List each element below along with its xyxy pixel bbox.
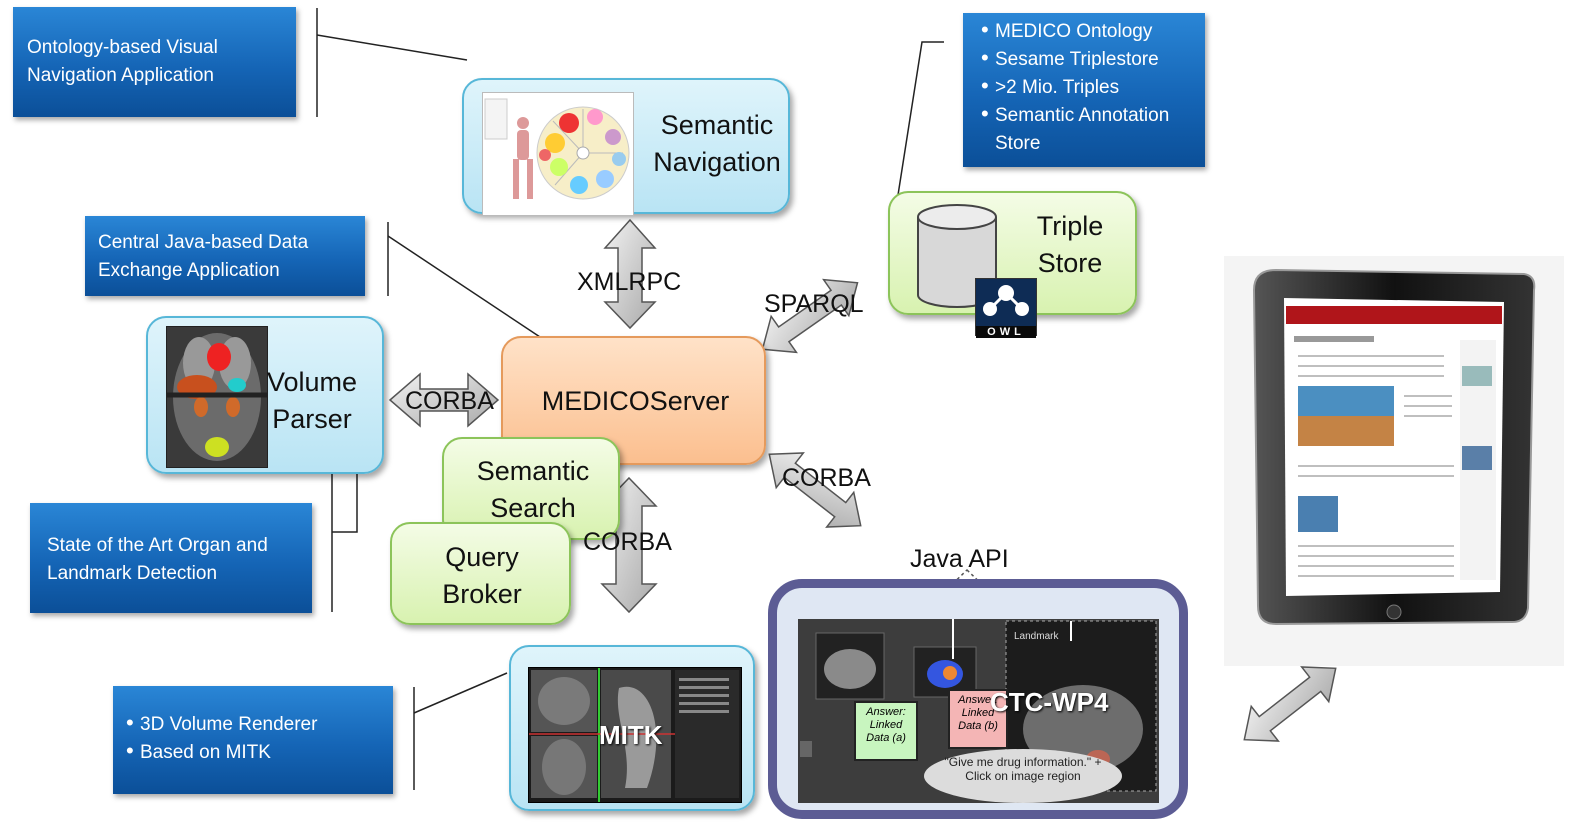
sparql-label: SPARQL <box>764 290 864 318</box>
mitk-views-graphic <box>529 668 739 802</box>
volume-parser-label: Volume Parser <box>266 367 358 434</box>
corba-left-label: CORBA <box>405 387 494 415</box>
owl-logo: OWL <box>975 278 1037 338</box>
landmark-title: Landmark <box>1014 631 1059 642</box>
bullet-item: MEDICO Ontology <box>981 16 1199 46</box>
ctc-wp4-screenshot: Landmark Answer: Linked Data (a) Answer:… <box>798 619 1159 803</box>
answer-a-card: Answer: Linked Data (a) <box>854 701 918 761</box>
callout-organ-detection: State of the Art Organ and Landmark Dete… <box>30 503 312 613</box>
callout-organ-detection-text: State of the Art Organ and Landmark Dete… <box>47 535 268 584</box>
xmlrpc-label: XMLRPC <box>577 268 682 296</box>
query-speech-bubble: "Give me drug information." + Click on i… <box>924 749 1122 803</box>
xmlrpc-arrow <box>603 218 657 330</box>
renderer-bullet-list: 3D Volume Renderer Based on MITK <box>126 709 393 767</box>
corba-right-label: CORBA <box>782 464 871 492</box>
semantic-navigation-box[interactable]: Semantic Navigation <box>462 78 790 216</box>
callout-visual-navigation: Ontology-based Visual Navigation Applica… <box>13 7 296 117</box>
owl-graph-icon <box>983 285 1029 316</box>
callout-renderer: 3D Volume Renderer Based on MITK <box>113 686 393 794</box>
mitk-screenshot: MITK <box>528 667 742 803</box>
sparql-arrow <box>761 278 859 354</box>
corba-left-arrow <box>388 372 500 428</box>
ct-organ-graphic <box>167 333 267 461</box>
corba-right-arrow <box>768 452 862 528</box>
tablet-arrow <box>1243 666 1337 742</box>
tablet-device <box>1224 256 1564 666</box>
callout-leaders <box>316 8 944 790</box>
semantic-navigation-label: Semantic Navigation <box>653 110 781 177</box>
query-broker-label: Query Broker <box>442 542 522 609</box>
bullet-item: >2 Mio. Triples <box>981 72 1199 102</box>
callout-central-java-text: Central Java-based Data Exchange Applica… <box>98 232 309 281</box>
bullet-item: Semantic Annotation Store <box>981 100 1199 158</box>
owl-text: OWL <box>976 326 1036 338</box>
answer-b-card: Answer: Linked Data (b) <box>948 689 1008 749</box>
ipad-graphic <box>1252 268 1536 626</box>
ctc-wp4-box[interactable]: Landmark Answer: Linked Data (a) Answer:… <box>768 579 1188 819</box>
volume-parser-box[interactable]: Volume Parser <box>146 316 384 474</box>
ctc-wp4-label: CTC-WP4 <box>990 687 1109 717</box>
radial-navigation-graphic <box>484 98 630 200</box>
java-api-label: Java API <box>910 545 1009 573</box>
bullet-item: 3D Volume Renderer <box>126 709 393 739</box>
triple-store-label: Triple Store <box>1036 211 1104 278</box>
query-broker-box[interactable]: Query Broker <box>390 522 571 625</box>
corba-bottom-label: CORBA <box>583 528 672 556</box>
mitk-box[interactable]: MITK <box>509 645 755 811</box>
triplestore-bullet-list: MEDICO Ontology Sesame Triplestore >2 Mi… <box>981 16 1199 158</box>
callout-triplestore: MEDICO Ontology Sesame Triplestore >2 Mi… <box>963 13 1205 167</box>
bullet-item: Based on MITK <box>126 737 393 767</box>
mitk-label: MITK <box>599 720 663 750</box>
callout-central-java: Central Java-based Data Exchange Applica… <box>85 216 365 296</box>
volume-parser-ct-image <box>166 326 268 468</box>
bullet-item: Sesame Triplestore <box>981 44 1199 74</box>
semantic-navigation-thumbnail <box>482 92 634 216</box>
semantic-search-label: Semantic Search <box>476 456 590 523</box>
callout-visual-navigation-text: Ontology-based Visual Navigation Applica… <box>27 37 218 86</box>
medico-server-label: MEDICOServer <box>541 386 730 416</box>
